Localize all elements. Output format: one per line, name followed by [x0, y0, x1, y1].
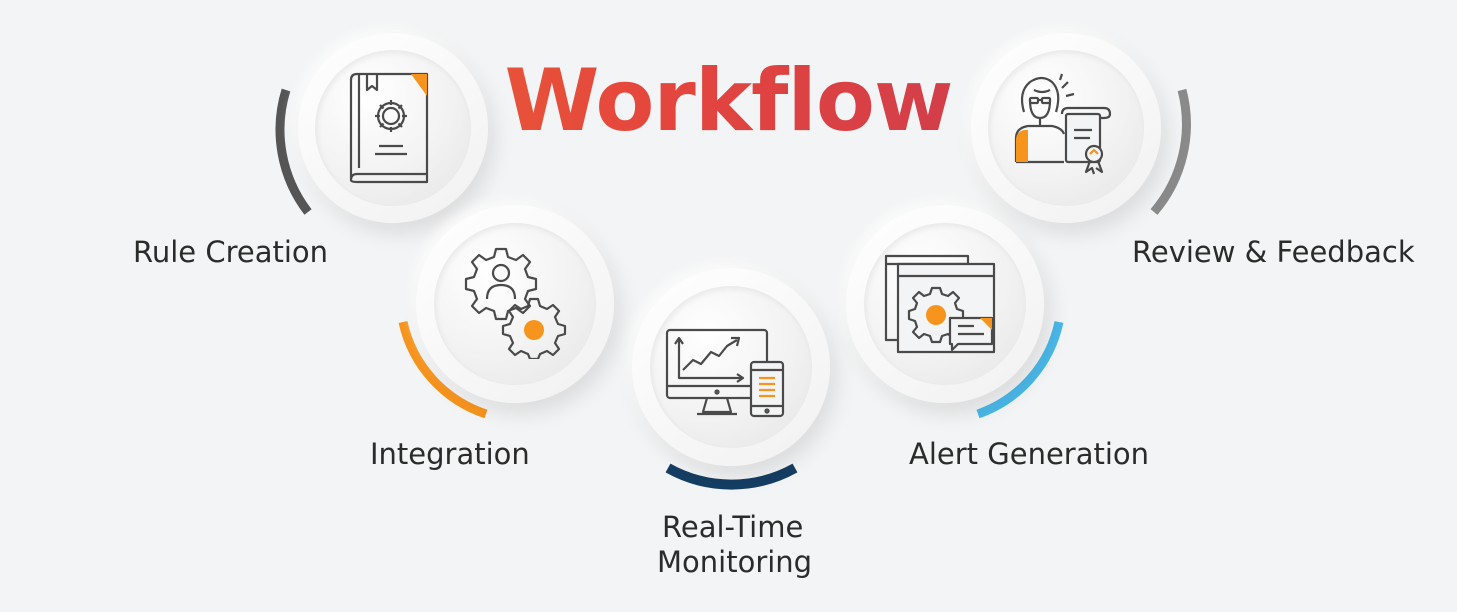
monitor-phone-chart-icon	[665, 328, 785, 418]
monitoring-arc	[665, 463, 798, 490]
monitoring-label-line2: Monitoring	[657, 545, 813, 579]
rule-creation-label: Rule Creation	[133, 235, 329, 269]
windows-gear-alert-icon	[884, 254, 996, 354]
monitoring-label-line1: Real-Time	[662, 510, 804, 544]
reviewer-certificate-icon	[1014, 73, 1112, 175]
rule-creation-arc	[275, 88, 312, 215]
integration-label: Integration	[370, 437, 530, 471]
page-title: Workflow	[0, 58, 1457, 144]
alert-generation-label: Alert Generation	[909, 437, 1150, 471]
review-arc	[1150, 88, 1191, 215]
integration-arc	[398, 321, 488, 419]
review-feedback-label: Review & Feedback	[1132, 235, 1415, 269]
rulebook-gear-icon	[349, 72, 429, 184]
gears-person-icon	[464, 247, 567, 359]
alert-arc	[976, 321, 1064, 419]
